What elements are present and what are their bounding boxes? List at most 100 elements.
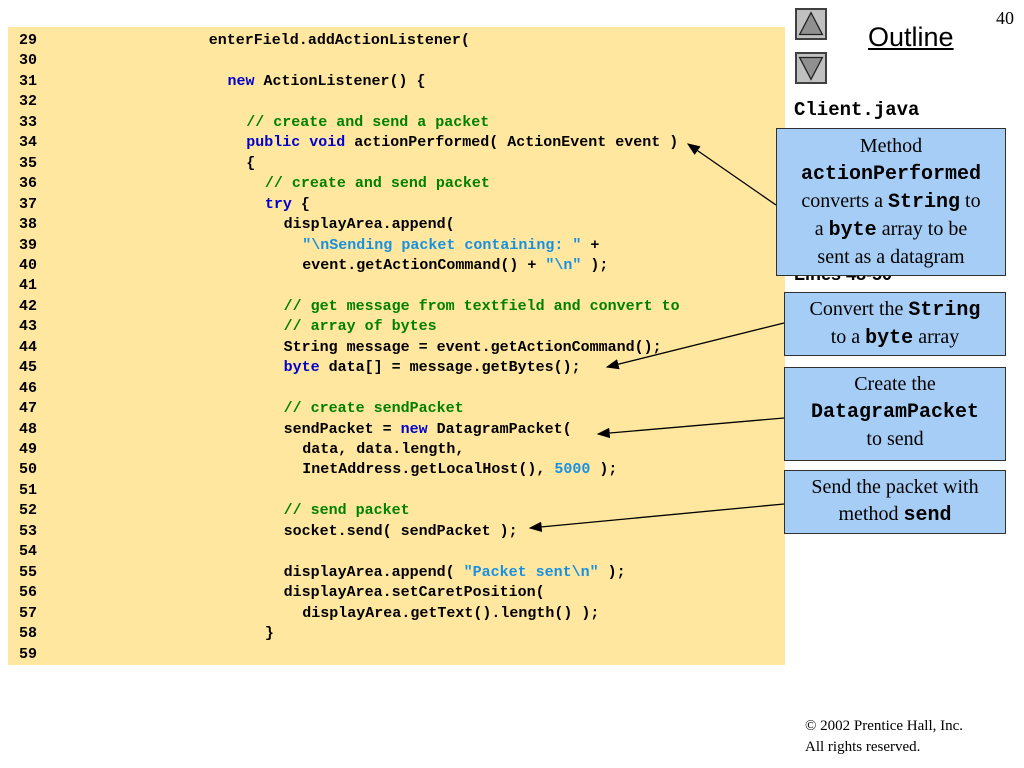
code-line: 32 xyxy=(19,92,37,112)
triangle-up-icon xyxy=(798,11,824,36)
code-string: "\n" xyxy=(545,256,582,274)
line-number: 45 xyxy=(19,359,38,377)
code-comment: // create sendPacket xyxy=(283,400,464,418)
line-number: 57 xyxy=(19,604,38,622)
code-line: 48 sendPacket = new DatagramPacket( xyxy=(19,420,572,440)
outline-link[interactable]: Outline xyxy=(868,22,954,52)
callout-code-term: send xyxy=(903,504,952,527)
code-line: 42 // get message from textfield and conv… xyxy=(19,297,680,317)
code-text: displayArea.setCaretPosition( xyxy=(283,584,545,602)
code-text: enterField.addActionListener( xyxy=(208,32,470,49)
code-text: String message = event.getActionCommand(… xyxy=(283,338,662,356)
code-text: socket.send( sendPacket ); xyxy=(283,522,518,540)
line-number: 36 xyxy=(19,175,38,193)
line-number: 49 xyxy=(19,441,38,458)
line-number: 31 xyxy=(19,72,38,90)
code-line: 31 new ActionListener() { xyxy=(19,72,426,92)
callout-code-term: byte xyxy=(828,219,877,242)
line-number: 38 xyxy=(19,216,38,234)
line-number: 42 xyxy=(19,297,38,315)
code-line: 53 socket.send( sendPacket ); xyxy=(19,522,518,542)
callout-text: method xyxy=(838,503,904,525)
code-string: "\nSending packet containing: " xyxy=(302,236,582,254)
code-text: displayArea.getText().length() ); xyxy=(302,604,600,622)
code-string: "Packet sent\n" xyxy=(463,563,599,581)
callout-text: Method xyxy=(859,135,923,157)
code-text: actionPerformed( ActionEvent event ) xyxy=(345,134,679,152)
code-text: { xyxy=(291,195,310,213)
code-line: 33// create and send a packet xyxy=(19,113,489,133)
next-slide-button[interactable] xyxy=(795,52,827,84)
code-string: 5000 xyxy=(554,461,591,479)
file-name: Client.java xyxy=(794,99,920,121)
code-keyword: try xyxy=(264,195,292,213)
code-line: 51 xyxy=(19,481,37,501)
code-comment: // create and send a packet xyxy=(246,113,490,131)
code-keyword: byte xyxy=(283,359,320,377)
line-number: 40 xyxy=(19,256,38,274)
code-comment: // send packet xyxy=(283,502,410,520)
copyright-footer: © 2002 Prentice Hall, Inc. All rights re… xyxy=(805,718,964,755)
callout-text: to send xyxy=(866,428,924,450)
code-line: 57 displayArea.getText().length() ); xyxy=(19,604,599,624)
copyright-icon: © xyxy=(805,718,817,734)
code-text: displayArea.append( xyxy=(283,563,464,581)
code-text: ActionListener() { xyxy=(254,72,426,90)
code-line: 58} xyxy=(19,624,274,644)
code-text: data, data.length, xyxy=(302,441,465,458)
line-number: 53 xyxy=(19,522,38,540)
code-text: sendPacket = xyxy=(283,420,401,438)
code-line: 59 xyxy=(19,645,37,665)
callout-code-term: String xyxy=(888,191,961,214)
code-line: 41 xyxy=(19,276,37,296)
line-number: 59 xyxy=(19,645,38,663)
code-text: ); xyxy=(598,563,626,581)
line-number: 56 xyxy=(19,584,38,602)
line-number: 58 xyxy=(19,625,38,643)
code-keyword: new xyxy=(400,420,428,438)
previous-slide-button[interactable] xyxy=(795,8,827,40)
code-line: 52// send packet xyxy=(19,501,410,521)
line-number: 48 xyxy=(19,420,38,438)
callout-text: array to be xyxy=(876,218,968,240)
code-text: event.getActionCommand() + xyxy=(302,256,546,274)
code-line: 36 // create and send packet xyxy=(19,174,490,194)
line-number: 46 xyxy=(19,379,38,397)
code-text: DatagramPacket( xyxy=(427,420,572,438)
code-line: 43// array of bytes xyxy=(19,317,437,337)
slide-number: 40 xyxy=(996,8,1014,28)
code-text: ); xyxy=(590,461,618,479)
code-line: 39"\nSending packet containing: " + xyxy=(19,236,599,256)
callout-text: converts a xyxy=(801,190,889,212)
line-number: 50 xyxy=(19,461,38,479)
code-line: 49 data, data.length, xyxy=(19,440,464,460)
callout-code-term: String xyxy=(908,299,981,322)
code-line: 56 displayArea.setCaretPosition( xyxy=(19,583,545,603)
triangle-down-icon xyxy=(798,56,824,81)
line-number: 32 xyxy=(19,93,38,111)
code-line: 54 xyxy=(19,542,37,562)
line-number: 35 xyxy=(19,154,38,172)
code-line: 30 xyxy=(19,51,37,71)
callout-text: array xyxy=(913,326,960,348)
line-number: 54 xyxy=(19,543,38,561)
code-keyword: void xyxy=(309,134,346,152)
line-number: 51 xyxy=(19,481,38,499)
line-number: 41 xyxy=(19,277,38,295)
code-comment: // get message from textfield and conver… xyxy=(283,297,680,315)
line-number: 34 xyxy=(19,134,38,152)
line-number: 39 xyxy=(19,236,38,254)
callout-code-term: DatagramPacket xyxy=(810,401,980,424)
code-comment: // create and send packet xyxy=(264,175,490,193)
callout-text: Send the packet with xyxy=(811,476,979,498)
callout-text: Create the xyxy=(854,373,936,395)
callout-text: a xyxy=(814,218,829,240)
code-keyword: new xyxy=(227,72,255,90)
callout-send-packet: Send the packet with method send xyxy=(784,470,1006,534)
